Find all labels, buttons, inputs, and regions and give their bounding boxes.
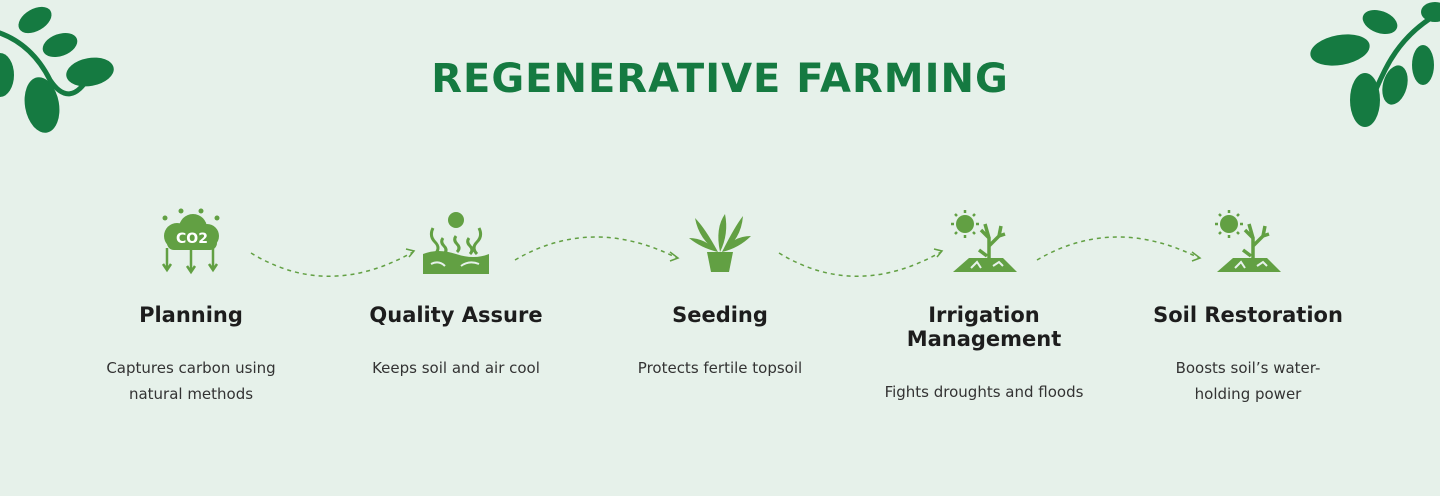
step-seeding: Seeding Protects fertile topsoil (590, 205, 850, 381)
step-quality-assure: Quality Assure Keeps soil and air cool (326, 205, 586, 381)
drought-tree-icon (1118, 205, 1378, 277)
drought-tree-icon (854, 205, 1114, 277)
step-description: Keeps soil and air cool (372, 359, 540, 377)
dotted-arrow-1 (250, 248, 416, 277)
step-heading: Soil Restoration (1153, 303, 1343, 327)
step-heading: Seeding (672, 303, 768, 327)
step-irrigation-management: Irrigation Management Fights droughts an… (854, 205, 1114, 405)
page-title: REGENERATIVE FARMING (431, 56, 1009, 102)
sun-heat-soil-icon (326, 205, 586, 277)
dotted-arrow-2 (514, 236, 680, 262)
step-heading: Irrigation Management (906, 303, 1062, 351)
svg-text:CO2: CO2 (176, 231, 208, 247)
step-description: Boosts soil’s water-holding power (1175, 359, 1321, 403)
dotted-arrow-4 (1036, 236, 1202, 262)
step-heading: Planning (139, 303, 243, 327)
co2-cloud-icon: CO2 (61, 205, 321, 277)
step-description: Protects fertile topsoil (637, 359, 803, 377)
step-description: Fights droughts and floods (884, 383, 1084, 401)
potted-plant-icon (590, 205, 850, 277)
leaf-branch-top-right-decoration (1310, 2, 1440, 127)
step-description: Captures carbon using natural methods (106, 359, 276, 403)
dotted-arrow-3 (778, 248, 944, 277)
leaf-branch-top-left-decoration (0, 6, 114, 133)
step-heading: Quality Assure (369, 303, 543, 327)
step-planning: CO2 Planning Captures carbon using natur… (61, 205, 321, 407)
step-soil-restoration: Soil Restoration Boosts soil’s water-hol… (1118, 205, 1378, 407)
